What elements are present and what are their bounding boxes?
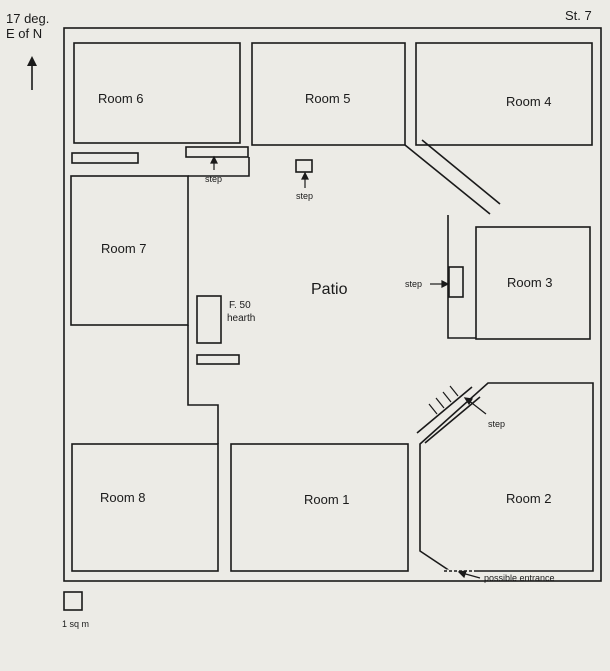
step-bottom-right-arrow-icon [463,397,473,406]
step-right-label: step [405,279,423,289]
stair-treads [428,385,459,415]
room-5-outline [251,42,406,146]
room-6-label: Room 6 [98,91,144,106]
outer-wall [63,27,602,582]
patio-edge-right [447,215,476,339]
corridor-wall-lower-a [416,386,473,434]
bench-left [71,152,139,164]
feature-label-line2: hearth [227,313,256,324]
hearth-shape [196,295,222,344]
patio-edge-top-left [188,157,250,177]
hearth-bench [196,354,240,365]
corridor-wall-upper-b [421,139,501,205]
possible-entrance-label: possible entrance [484,573,555,583]
room-2-outline [419,382,594,572]
room-3-outline [475,226,591,340]
room-4-label: Room 4 [506,94,552,109]
step-top-right-label: step [296,191,314,201]
step-top-left-label: step [205,174,223,184]
room-8-outline [71,443,219,572]
step-right-arrow-icon [441,280,450,288]
room-8-label: Room 8 [100,490,146,505]
room-1-label: Room 1 [304,492,350,507]
step-bottom-right-arrow-line [467,399,487,415]
scale-label: 1 sq m [62,619,90,629]
step-top-right-shape [295,159,313,173]
step-top-right-arrow-icon [301,171,309,180]
room-2-label: Room 2 [506,491,552,506]
corridor-wall-lower-b [424,396,481,444]
step-right-shape [448,266,464,298]
room-5-label: Room 5 [305,91,351,106]
room-6-outline [73,42,241,144]
north-arrow-icon [27,56,37,66]
patio-edge-left [187,325,219,444]
bench-top-left [185,146,249,158]
patio-label: Patio [311,281,348,298]
room-4-outline [415,42,593,146]
room-3-label: Room 3 [507,275,553,290]
scale-square [63,591,83,611]
corridor-wall-upper-a [404,144,491,215]
feature-label-line1: F. 50 [229,300,251,311]
room-7-label: Room 7 [101,241,147,256]
north-arrow-line2: E of N [6,26,43,41]
entrance-arrow-icon [457,570,467,579]
room-1-outline [230,443,409,572]
step-bottom-right-label: step [488,419,506,429]
north-arrow-line1: 17 deg. [6,11,50,26]
step-top-left-arrow-icon [210,155,218,164]
structure-label: St. 7 [565,8,592,23]
room-7-outline [70,175,189,326]
